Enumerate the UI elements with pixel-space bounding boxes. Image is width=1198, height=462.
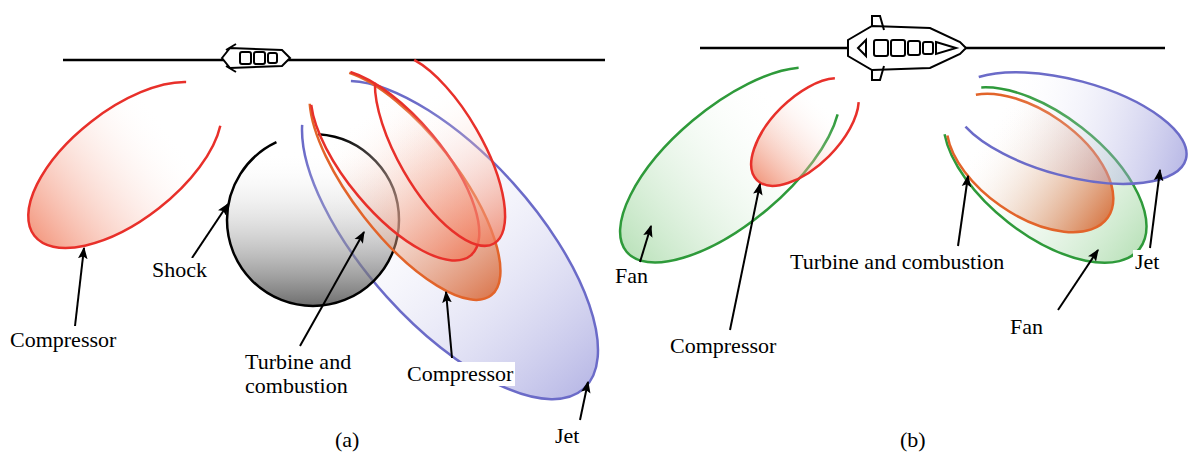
jet-lobe (942, 51, 1198, 206)
lobes-b (589, 34, 1198, 296)
compressor-lobe (350, 35, 531, 264)
part-label: Jet (553, 424, 581, 448)
part-label: Turbine and combustion (788, 250, 1006, 274)
part-label: Jet (1133, 250, 1161, 274)
part-label: Compressor (668, 334, 778, 358)
part-label: Compressor (8, 328, 118, 352)
lobes-a (1, 34, 647, 445)
leader-arrows-a (75, 204, 588, 420)
turbojet-icon (222, 44, 290, 72)
part-label: Compressor (405, 362, 515, 386)
compressor-lobe (733, 60, 877, 204)
part-label: Fan (1008, 315, 1045, 339)
panel-caption: (a) (333, 428, 361, 452)
panel-caption: (b) (898, 428, 928, 452)
leader-arrows-b (640, 170, 1160, 330)
part-label: Turbine and combustion (243, 350, 377, 398)
wing-line (63, 59, 605, 62)
turbofan-icon (848, 16, 966, 80)
part-label: Shock (150, 258, 209, 282)
compressor-lobe (1, 51, 250, 279)
part-label: Fan (613, 264, 650, 288)
